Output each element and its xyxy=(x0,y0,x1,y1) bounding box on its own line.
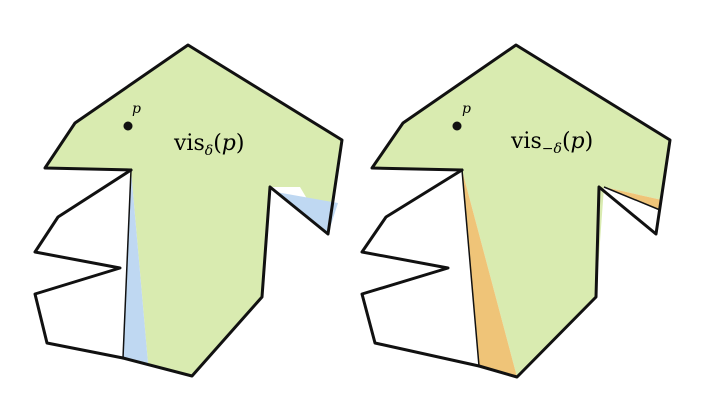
point-p-right xyxy=(452,121,462,131)
region-label-close: ) xyxy=(585,129,594,154)
point-p-left xyxy=(123,121,133,131)
wedge-left-ray xyxy=(122,169,132,359)
region-label-open: ( xyxy=(562,129,571,154)
region-label-func: vis xyxy=(173,131,205,156)
region-label-left: visδ(p) xyxy=(173,131,244,159)
point-label-right: p xyxy=(462,101,471,117)
polygon-boundary-left xyxy=(43,43,344,378)
region-label-open: ( xyxy=(213,131,222,156)
polygon-boundary-right xyxy=(370,43,672,379)
left-pocket-edge-right xyxy=(360,168,481,368)
region-label-arg: p xyxy=(571,129,585,154)
region-label-func: vis xyxy=(510,129,542,154)
region-label-right: vis−δ(p) xyxy=(510,129,593,157)
wedge-right-ray-right xyxy=(603,186,661,211)
left-pocket-edge xyxy=(33,168,133,360)
panel-left: p visδ(p) xyxy=(33,43,344,378)
panel-right: p vis−δ(p) xyxy=(360,43,672,379)
region-label-close: ) xyxy=(236,131,245,156)
region-label-subscript: δ xyxy=(205,143,213,159)
region-label-subscript: −δ xyxy=(542,141,562,157)
visibility-region-left xyxy=(45,45,342,376)
region-label-arg: p xyxy=(222,131,236,156)
visibility-region-right xyxy=(372,45,670,377)
point-label-left: p xyxy=(132,101,141,117)
wedge-left-ray-right xyxy=(461,169,480,367)
